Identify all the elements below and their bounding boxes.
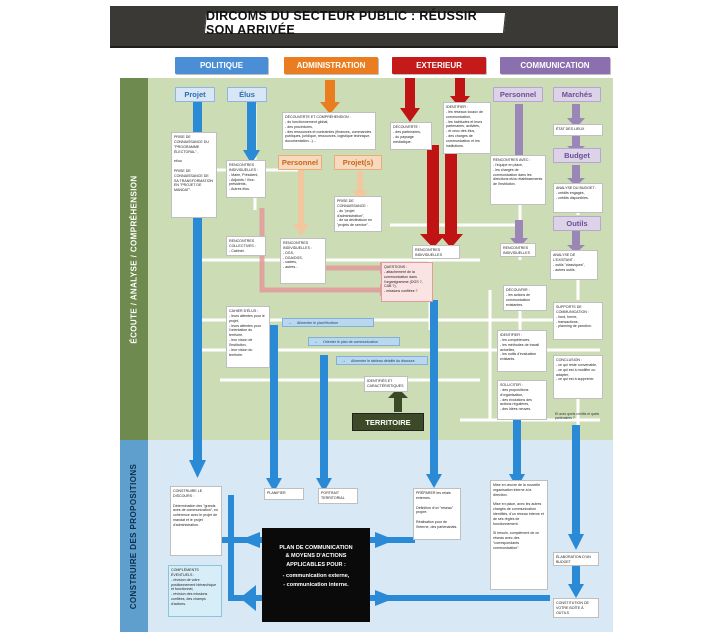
box-decouverte-ext: DÉCOUVERTE : - des partenaires, - du pay… <box>390 122 432 150</box>
box-rencontres-personnel: RENCONTRES AVEC : - l'équipe en place, -… <box>490 155 546 205</box>
pill-orienter: Orienter le plan de communication <box>308 337 400 346</box>
box-supports: SUPPORTS DE COMMUNICATION : - fond, form… <box>553 302 603 340</box>
box-rencontres-ext: RENCONTRES INDIVIDUELLES <box>412 245 460 259</box>
subheader-marches: Marchés <box>553 87 601 102</box>
pill-alimenter-text: Alimenter le plan/l'écriture <box>297 320 339 325</box>
subheader-outils: Outils <box>553 216 601 231</box>
box-conclusion: CONCLUSION : - ce qui reste convenable, … <box>553 355 603 399</box>
box-decouvrir-perso: DÉCOUVRIR : - les actions de communicati… <box>503 285 547 311</box>
box-rencontres-admin: RENCONTRES INDIVIDUELLES : - DGS, - DGA/… <box>280 238 326 284</box>
box-rencontres-elus: RENCONTRES INDIVIDUELLES : - Maire, Prés… <box>226 160 266 198</box>
box-identifier-ext: IDENTIFIER : - les réseaux locaux de com… <box>443 102 491 154</box>
box-preparer: PRÉPARER les relais externes. Définition… <box>413 488 461 540</box>
pill-orienter-text: Orienter le plan de communication <box>323 339 378 344</box>
box-prise-connaissance-admin: PRISE DE CONNAISSANCE : - du "projet d'a… <box>334 196 382 232</box>
subheader-budget: Budget <box>553 148 601 163</box>
box-prise-connaissance: PRISE DE CONNAISSANCE DU "PROGRAMME ÉLEC… <box>171 132 217 218</box>
box-portrait: PORTRAIT TERRITORIAL <box>318 488 358 504</box>
box-identifier-perso: IDENTIFIER : - les compétences, - les mé… <box>497 330 547 372</box>
pill-alimenter-detail-text: Alimenter le tableau détaillé du discour… <box>351 358 415 363</box>
subheader-personnel-com: Personnel <box>493 87 543 102</box>
box-identifies: IDENTIFIÉS ET CARACTÉRISTIQUES <box>364 376 408 392</box>
text-etude-pros: Et avec quels crédits et quels partenair… <box>555 412 600 421</box>
box-mise-oeuvre: Mise en œuvre de la nouvelle organisatio… <box>490 480 548 590</box>
box-solliciter: SOLLICITER : - des propositions d'organi… <box>497 380 547 420</box>
box-construire: CONSTRUIRE LE DISCOURS : Détermination d… <box>170 486 222 556</box>
side-label-top: ÉCOUTE / ANALYSE / COMPRÉHENSION <box>120 78 148 440</box>
central-list: - communication externe, - communication… <box>282 573 350 588</box>
central-plan-box: PLAN DE COMMUNICATION & MOYENS D'ACTIONS… <box>262 528 370 622</box>
side-label-bottom: CONSTRUIRE DES PROPOSITIONS <box>120 440 148 632</box>
pill-alimenter-detail: Alimenter le tableau détaillé du discour… <box>336 356 428 365</box>
box-elaboration: ÉLABORATION D'UN BUDGET <box>553 552 599 566</box>
column-header-politique: POLITIQUE <box>175 57 268 74</box>
box-etat-lieux: ÉTAT DES LIEUX <box>553 124 603 136</box>
box-rencontres-cabinet: RENCONTRES COLLECTIVES : - Cabinet. <box>226 236 266 256</box>
pill-alimenter: Alimenter le plan/l'écriture <box>282 318 374 327</box>
territoire-block: TERRITOIRE <box>352 413 424 431</box>
box-analyse-budget: ANALYSE DU BUDGET : - crédits engagés, -… <box>553 183 603 213</box>
subheader-elus: Élus <box>227 87 267 102</box>
box-questions: QUESTIONS : - attachement de la communic… <box>381 262 433 302</box>
box-cahier-elus: CAHIER D'ÉLUS : - leurs attentes pour le… <box>226 306 270 368</box>
subheader-projet: Projet <box>175 87 215 102</box>
box-decouverte-admin: DÉCOUVERTE ET COMPRÉHENSION : - du fonct… <box>282 112 376 150</box>
box-rencontres-perso-indiv: RENCONTRES INDIVIDUELLES <box>500 243 536 257</box>
column-header-exterieur: EXTERIEUR <box>392 57 486 74</box>
column-header-administration: ADMINISTRATION <box>284 57 378 74</box>
column-header-communication: COMMUNICATION <box>500 57 610 74</box>
subheader-projets-admin: Projet(s) <box>334 155 382 170</box>
box-planifier: PLANIFIER <box>264 488 304 500</box>
box-complements: COMPLÉMENTS ÉVENTUELS : - révision de vo… <box>168 565 222 617</box>
subheader-personnel-admin: Personnel <box>278 155 322 170</box>
box-constitution: CONSTITUTION DE VOTRE BOÎTE À OUTILS <box>553 598 599 618</box>
central-heading: PLAN DE COMMUNICATION & MOYENS D'ACTIONS… <box>279 544 353 568</box>
box-analyse-existant: ANALYSE DE L'EXISTANT : - outils "classi… <box>550 250 598 280</box>
